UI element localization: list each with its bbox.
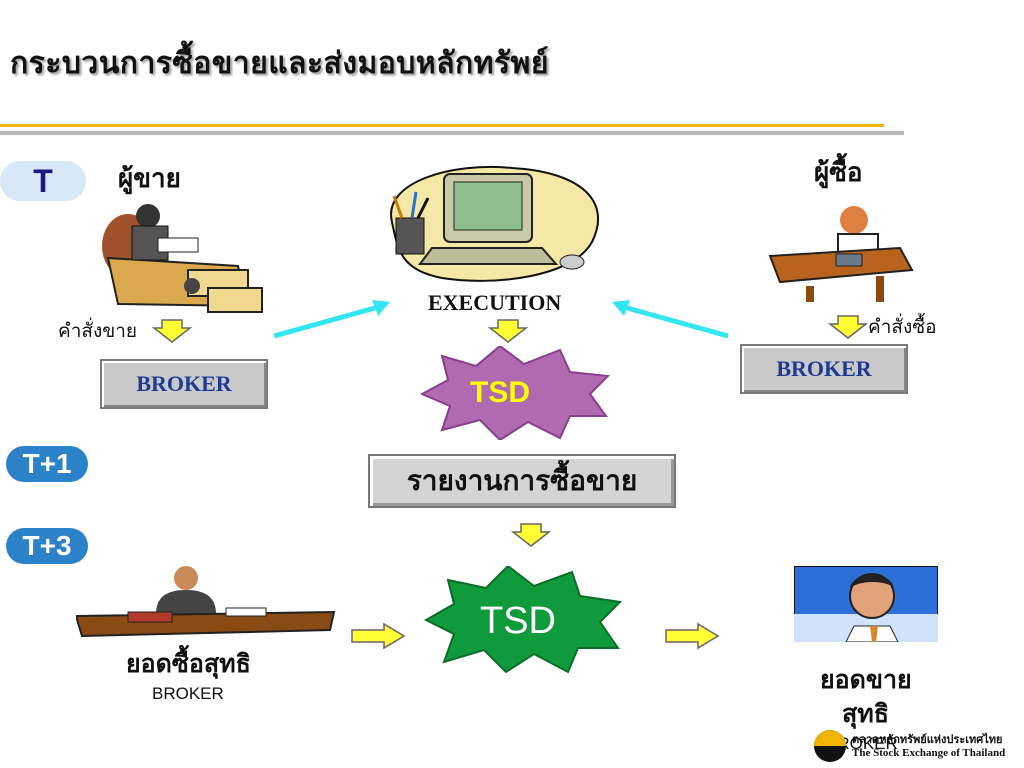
net-sell-person-clipart-icon xyxy=(794,566,938,642)
tsd-bottom-label: TSD xyxy=(480,600,556,642)
report-down-arrow-icon xyxy=(511,523,551,547)
buy-order-label: คำสั่งซื้อ xyxy=(868,316,937,338)
computer-clipart-icon xyxy=(390,166,599,282)
sell-order-label: คำสั่งขาย xyxy=(58,320,138,342)
sell-order-down-arrow-icon xyxy=(152,319,192,343)
tsd-top-burst-icon xyxy=(420,346,610,440)
buyer-clipart-icon xyxy=(768,206,914,302)
buyer-label: ผู้ซื้อ xyxy=(814,158,863,188)
execution-label: EXECUTION xyxy=(428,290,562,315)
tsd-to-net-sell-arrow-icon xyxy=(665,622,720,650)
net-buy-to-tsd-arrow-icon xyxy=(351,622,406,650)
seller-to-execution-arrow-icon xyxy=(273,300,390,339)
net-buy-label: ยอดซื้อสุทธิ xyxy=(126,649,251,678)
execution-down-arrow-icon xyxy=(488,319,528,343)
title-underline-gray xyxy=(0,131,904,135)
timeline-t1-badge: T+1 xyxy=(6,446,88,482)
set-logo-icon xyxy=(814,730,846,762)
net-sell-label-line1: ยอดขาย xyxy=(820,665,912,694)
seller-clipart-icon xyxy=(102,204,263,313)
page-title: กระบวนการซื้อขายและส่งมอบหลักทรัพย์ xyxy=(10,46,549,81)
net-buy-broker-label: BROKER xyxy=(152,684,224,703)
net-sell-label-line2: สุทธิ xyxy=(842,699,889,728)
net-buy-broker-clipart-icon xyxy=(76,566,336,638)
tsd-top-label: TSD xyxy=(470,376,530,409)
timeline-t3-badge: T+3 xyxy=(6,528,88,564)
timeline-t-badge: T xyxy=(0,161,86,201)
set-logo-thai-text: ตลาดหลักทรัพย์แห่งประเทศไทย xyxy=(852,733,1003,746)
buyer-broker-box: BROKER xyxy=(740,344,908,394)
buy-order-down-arrow-icon xyxy=(828,315,868,339)
trade-report-box: รายงานการซื้อขาย xyxy=(368,454,676,508)
seller-label: ผู้ขาย xyxy=(118,164,181,194)
seller-broker-box: BROKER xyxy=(100,359,268,409)
set-logo-english-text: The Stock Exchange of Thailand xyxy=(852,747,1006,759)
tsd-bottom-burst-icon xyxy=(424,566,623,674)
title-underline-gold xyxy=(0,124,884,127)
buyer-to-execution-arrow-icon xyxy=(612,300,729,339)
